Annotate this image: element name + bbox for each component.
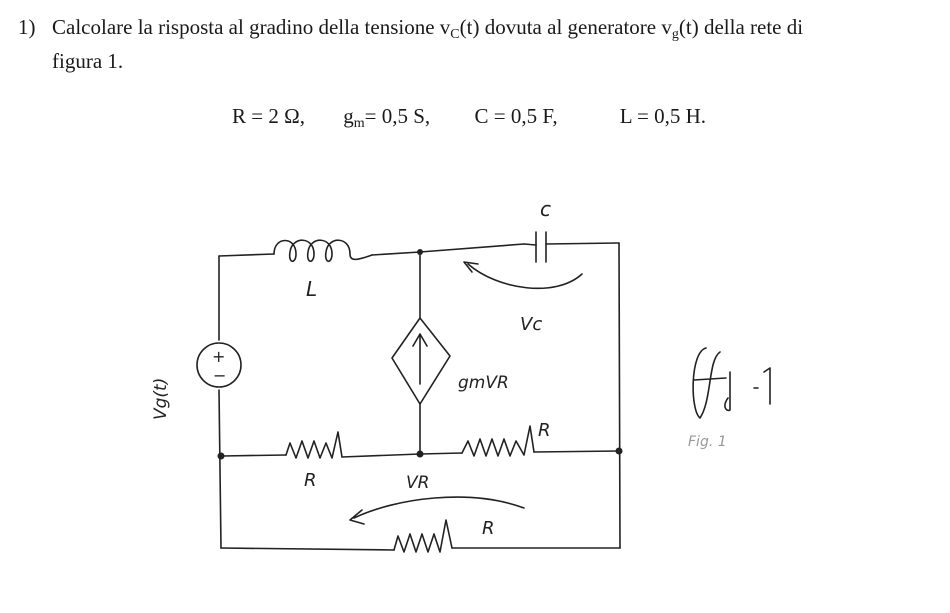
- vr-arrow: [349, 496, 525, 525]
- wire-left-bottom: [218, 389, 222, 549]
- label-gm-vr: gmVR: [458, 373, 509, 393]
- label-fig: Fig. 1: [688, 434, 727, 450]
- wire-top-middle: [371, 251, 421, 256]
- problem-line-1: 1) Calcolare la risposta al gradino della…: [18, 14, 938, 48]
- label-inductor: L: [306, 277, 317, 301]
- wire-top-to-cap: [419, 243, 525, 253]
- param-C: C = 0,5 F,: [474, 104, 558, 128]
- label-R-right: R: [538, 420, 551, 441]
- param-L: L = 0,5 H.: [619, 104, 707, 128]
- problem-text-a: Calcolare la risposta al gradino della t…: [52, 15, 451, 39]
- wire-cap-right: [545, 242, 620, 245]
- resistor-R-bottom: [393, 519, 453, 553]
- subscript-c: C: [450, 27, 460, 42]
- node-right-mid: [615, 447, 623, 455]
- wire-top-left: [218, 253, 275, 257]
- problem-statement: 1) Calcolare la risposta al gradino della…: [18, 14, 938, 74]
- problem-line-2: figura 1.: [52, 49, 124, 73]
- label-R-left: R: [304, 470, 317, 491]
- resistor-R-left: [285, 431, 343, 459]
- dependent-source-arrow: [412, 333, 428, 385]
- inductor-L: [273, 239, 373, 263]
- wire-mid-left: [221, 454, 287, 457]
- wire-bottom-left: [220, 547, 395, 551]
- wire-mid-right: [419, 452, 463, 455]
- source-plus-sign: +: [212, 347, 225, 366]
- fig-label-scribble: [692, 347, 771, 419]
- node-top-middle: [417, 249, 423, 255]
- problem-text-b: (t) dovuta al generatore v: [459, 15, 672, 39]
- resistor-R-right: [461, 425, 535, 457]
- param-gm-subscript: m: [353, 116, 365, 131]
- label-vr: VR: [406, 473, 429, 493]
- wire-mid-right-2: [533, 450, 620, 453]
- node-left-mid: [217, 452, 225, 460]
- param-R: R = 2 Ω,: [232, 104, 305, 128]
- label-R-bottom: R: [482, 518, 495, 539]
- parameters-line: R = 2 Ω, gm = 0,5 S, C = 0,5 F, L = 0,5 …: [232, 104, 706, 132]
- label-capacitor: c: [540, 197, 551, 221]
- source-minus-sign: −: [213, 366, 226, 385]
- voltage-source-vg: [196, 342, 242, 388]
- param-gm-value: = 0,5 S,: [364, 104, 431, 128]
- label-vc: Vc: [520, 314, 542, 335]
- param-gm: gm = 0,5 S,: [343, 104, 469, 132]
- wire-mid-left-2: [341, 453, 421, 458]
- problem-text-c: (t) della rete di: [678, 15, 804, 39]
- subscript-g: g: [671, 27, 679, 42]
- wire-cap-left: [523, 243, 537, 246]
- dependent-source-diamond: [391, 317, 451, 405]
- param-gm-letter: g: [343, 104, 354, 128]
- problem-number: 1): [18, 15, 36, 39]
- vc-arrow: [463, 261, 583, 290]
- wire-right-vertical: [618, 242, 621, 549]
- node-center-mid: [416, 450, 424, 458]
- label-source: Vg(t): [151, 378, 171, 420]
